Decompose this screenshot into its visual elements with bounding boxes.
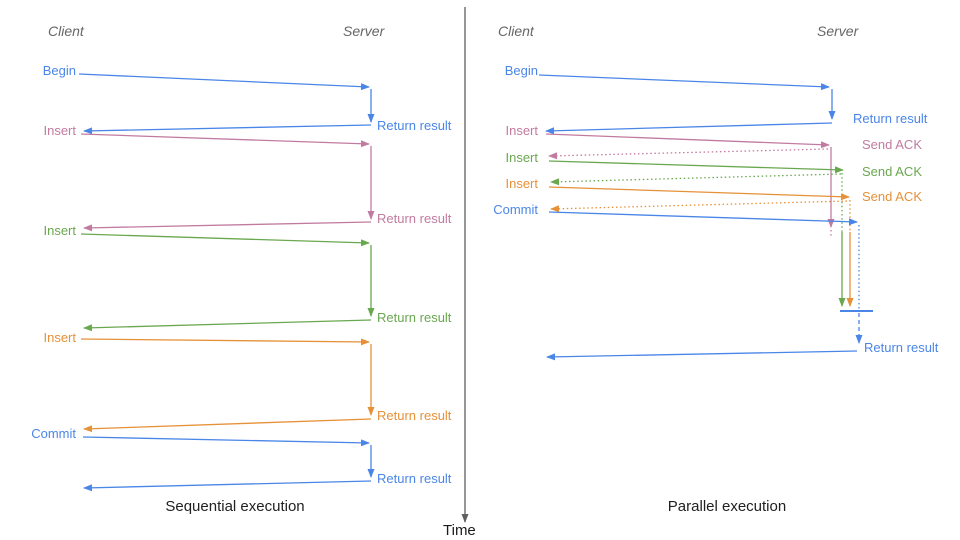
par-insert1-ack-label: Send ACK	[862, 137, 922, 152]
par-commit-response-label: Return result	[864, 340, 939, 355]
parallel-title: Parallel execution	[667, 498, 787, 515]
seq-insert3-response-label: Return result	[377, 408, 452, 423]
par-insert3-ack-arrow	[550, 200, 848, 213]
par-op-insert2-label: Insert	[505, 150, 538, 165]
par-op-begin-label: Begin	[504, 63, 538, 78]
par-insert1-request-arrow	[545, 133, 830, 149]
par-client-header: Client	[498, 23, 534, 39]
par-insert2-ack-arrow	[550, 173, 842, 186]
par-commit-response-arrow	[546, 350, 858, 361]
par-insert1-ack-arrow	[548, 148, 829, 160]
seq-begin-response-arrow	[83, 124, 372, 135]
par-begin-request-arrow	[538, 74, 830, 91]
seq-begin-response-label: Return result	[377, 118, 452, 133]
par-op-insert1-label: Insert	[505, 123, 538, 138]
par-commit-request-arrow	[548, 211, 858, 226]
seq-insert1-response-label: Return result	[377, 211, 452, 226]
parallel-arrows	[538, 74, 873, 361]
time-axis-label: Time	[443, 522, 476, 539]
par-insert3-request-arrow	[548, 186, 850, 201]
seq-insert3-request-arrow	[80, 338, 370, 346]
sequential-arrows	[78, 73, 375, 492]
seq-commit-response-arrow	[83, 480, 372, 492]
seq-op-begin-label: Begin	[42, 63, 76, 78]
seq-op-insert1-label: Insert	[43, 123, 76, 138]
seq-client-header: Client	[48, 23, 84, 39]
seq-server-header: Server	[343, 23, 385, 39]
seq-commit-response-label: Return result	[377, 471, 452, 486]
seq-insert2-response-arrow	[83, 319, 372, 332]
seq-op-insert3-label: Insert	[43, 330, 76, 345]
seq-insert2-request-arrow	[80, 233, 370, 247]
par-insert3-ack-label: Send ACK	[862, 189, 922, 204]
par-insert2-ack-label: Send ACK	[862, 164, 922, 179]
seq-insert3-response-arrow	[83, 418, 372, 433]
par-begin-response-arrow	[545, 122, 833, 135]
seq-op-commit-label: Commit	[31, 426, 76, 441]
seq-insert1-response-arrow	[83, 221, 372, 232]
par-insert2-request-arrow	[548, 160, 844, 174]
sequential-title: Sequential execution	[165, 498, 305, 515]
seq-insert2-response-label: Return result	[377, 310, 452, 325]
seq-insert1-request-arrow	[80, 133, 370, 148]
par-begin-response-label: Return result	[853, 111, 928, 126]
par-server-header: Server	[817, 23, 859, 39]
seq-commit-request-arrow	[82, 436, 370, 447]
par-op-insert3-label: Insert	[505, 176, 538, 191]
seq-op-insert2-label: Insert	[43, 223, 76, 238]
seq-begin-request-arrow	[78, 73, 370, 91]
par-op-commit-label: Commit	[493, 202, 538, 217]
